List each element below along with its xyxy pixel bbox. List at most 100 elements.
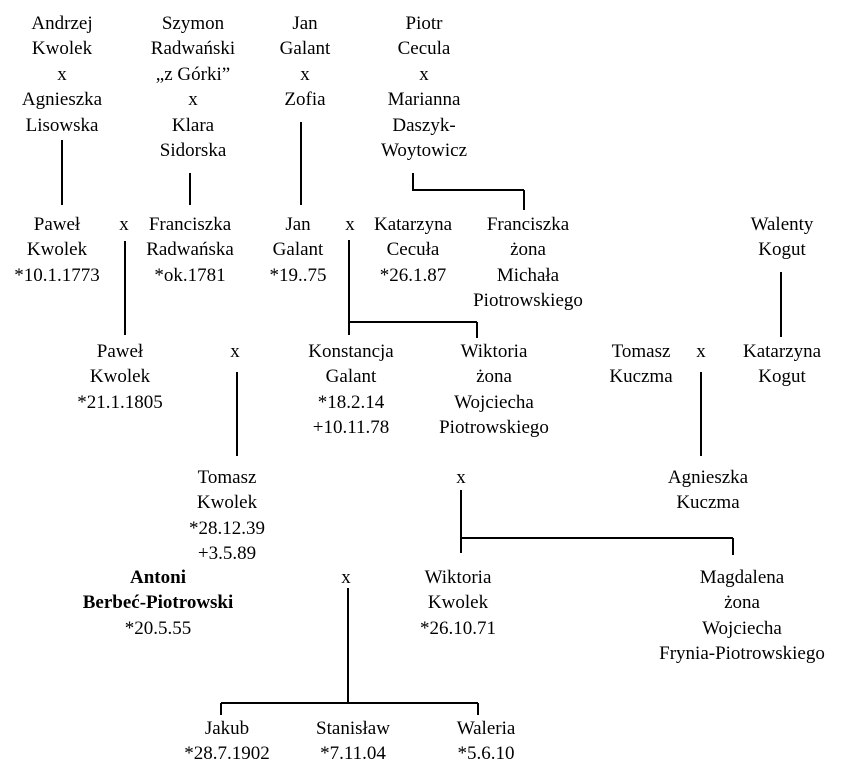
person-line: *19..75: [269, 264, 327, 286]
person-line: *20.5.55: [124, 617, 192, 639]
person-line: Daszyk-: [392, 114, 456, 136]
person-line: Kuczma: [676, 492, 740, 514]
person-line: Zofia: [284, 89, 326, 111]
marriage-x: x: [345, 214, 355, 235]
marriage-x: x: [456, 467, 466, 488]
marriage-x: x: [119, 214, 129, 235]
person-line: +3.5.89: [197, 543, 257, 565]
marriage-x: x: [230, 341, 240, 362]
marriage-x: x: [57, 63, 67, 85]
person-line: Andrzej: [31, 13, 93, 34]
person-line: *26.1.87: [379, 264, 447, 286]
person-line: Marianna: [387, 89, 461, 111]
person-line: Katarzyna: [742, 341, 822, 362]
person-line: Wiktoria: [460, 341, 528, 362]
marriage-x: x: [341, 567, 351, 588]
person-line: Tomasz: [611, 341, 671, 362]
person-line: Michała: [496, 264, 560, 286]
person-line: Stanisław: [316, 718, 390, 739]
person-line: Kwolek: [31, 38, 93, 60]
person-line: „z Górki”: [155, 63, 231, 85]
person-line: Kwolek: [196, 492, 258, 514]
person-line: żona: [724, 592, 760, 614]
person-line: Kwolek: [89, 366, 151, 388]
person-line: Wojciecha: [702, 617, 782, 639]
person-line: Szymon: [161, 13, 225, 34]
person-line: *5.6.10: [457, 743, 515, 765]
person-waleria: Waleria *5.6.10: [457, 716, 516, 767]
person-line: Waleria: [456, 718, 516, 739]
person-line: Jakub: [204, 718, 250, 739]
person-line: *7.11.04: [320, 743, 386, 765]
person-line: Kogut: [758, 239, 806, 261]
person-line: Cecuła: [386, 239, 440, 261]
person-line: Berbeć-Piotrowski: [82, 592, 234, 614]
marriage-x: x: [300, 63, 310, 85]
person-line: Piotrowskiego: [473, 290, 583, 312]
person-line: Katarzyna: [373, 214, 453, 235]
person-line: Sidorska: [159, 140, 227, 162]
person-line: *10.1.1773: [14, 264, 100, 286]
person-line: Konstancja: [308, 341, 394, 362]
person-line: Paweł: [96, 341, 144, 362]
person-line: Lisowska: [25, 114, 99, 136]
person-line: Woytowicz: [380, 140, 468, 162]
person-line: Franciszka: [486, 214, 570, 235]
person-stanislaw: Stanisław *7.11.04: [316, 716, 390, 767]
person-line: żona: [476, 366, 512, 388]
person-line: Tomasz: [197, 467, 257, 488]
person-jakub: Jakub *28.7.1902: [184, 716, 270, 767]
person-line: Kuczma: [609, 366, 673, 388]
person-line: Jan: [292, 13, 318, 34]
person-line: Frynia-Piotrowskiego: [659, 643, 825, 665]
person-line: Kwolek: [427, 592, 489, 614]
person-line: Kwolek: [26, 239, 88, 261]
person-line: żona: [510, 239, 546, 261]
person-line: Radwańska: [146, 239, 234, 261]
person-line: +10.11.78: [312, 417, 390, 439]
person-line: Franciszka: [148, 214, 232, 235]
person-line: Piotrowskiego: [439, 417, 549, 439]
person-line: Galant: [272, 239, 324, 261]
person-line: Wiktoria: [424, 567, 492, 588]
person-line: Antoni: [130, 567, 186, 588]
person-line: *28.12.39: [189, 517, 265, 539]
person-line: *28.7.1902: [184, 743, 270, 765]
marriage-x: x: [696, 341, 706, 362]
person-line: Agnieszka: [21, 89, 103, 111]
person-line: Ceculа: [397, 38, 451, 60]
person-line: *ok.1781: [154, 264, 226, 286]
person-line: Magdalena: [699, 567, 785, 588]
person-line: Wojciecha: [454, 391, 534, 413]
person-line: Walenty: [750, 214, 814, 235]
marriage-x: x: [419, 63, 429, 85]
marriage-x: x: [188, 89, 198, 111]
person-line: Agnieszka: [667, 467, 749, 488]
person-line: Radwański: [150, 38, 236, 60]
person-line: Piotr: [405, 13, 443, 34]
person-line: Galant: [279, 38, 331, 60]
person-line: Galant: [325, 366, 377, 388]
person-line: *21.1.1805: [77, 391, 163, 413]
person-line: *26.10.71: [420, 617, 496, 639]
